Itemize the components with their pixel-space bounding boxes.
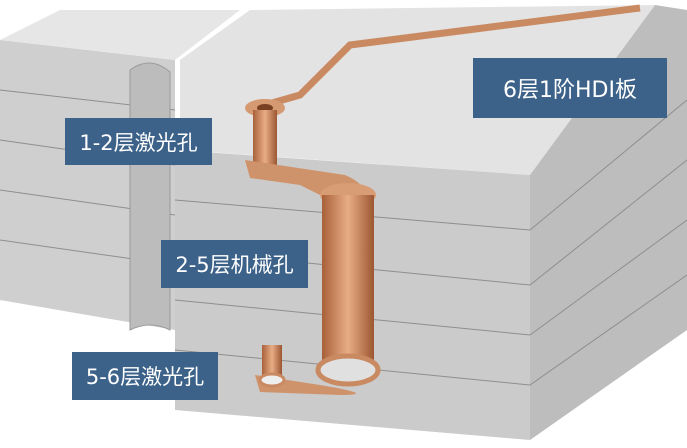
board-top-face: [180, 5, 655, 175]
laser-via-5-6: [262, 345, 282, 380]
left-block-top: [0, 10, 240, 60]
laser-via-5-6-label: 5-6层激光孔: [72, 352, 218, 400]
drill-groove: [129, 62, 171, 331]
laser-via-1-2-label: 1-2层激光孔: [65, 118, 212, 165]
board-title-label: 6层1阶HDI板: [473, 58, 667, 118]
mechanical-via-2-5-label: 2-5层机械孔: [161, 240, 308, 288]
copper-trace: [264, 4, 641, 109]
laser-via-1-2: [253, 110, 277, 165]
mechanical-via-2-5: [322, 195, 374, 370]
